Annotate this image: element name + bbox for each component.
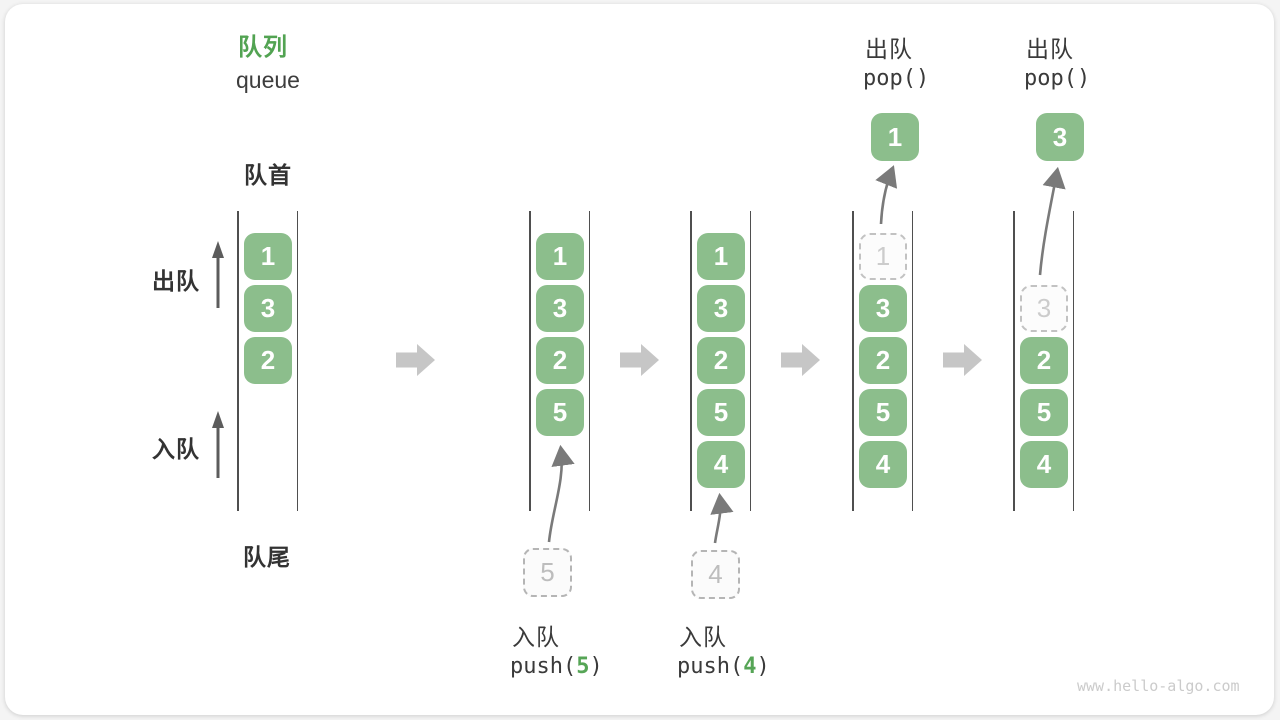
push5-code: push(5): [510, 654, 603, 679]
enqueue-up-arrow-icon: [212, 411, 224, 478]
popped-element-box: 3: [1036, 113, 1084, 161]
enqueue-op-label: 入队: [512, 624, 560, 650]
queue-element: 4: [697, 441, 745, 488]
code-close: ): [589, 654, 603, 679]
queue-element: 3: [697, 285, 745, 332]
queue-element: 1: [697, 233, 745, 280]
rail-line: [588, 211, 590, 511]
queue-element: 5: [536, 389, 584, 436]
queue-front-label: 队首: [244, 162, 292, 188]
pop2-code: pop(): [1024, 66, 1091, 91]
pop1-code: pop(): [863, 66, 930, 91]
rail-line: [1072, 211, 1074, 511]
next-step-arrow-icon: [620, 344, 659, 376]
queue-state-5: 3 2 5 4: [1013, 211, 1074, 511]
queue-element-ghost: 3: [1020, 285, 1068, 332]
queue-element: 4: [1020, 441, 1068, 488]
queue-element: 2: [1020, 337, 1068, 384]
queue-element: 5: [1020, 389, 1068, 436]
queue-element: 1: [244, 233, 292, 280]
enqueue-curved-arrow-icon: [710, 492, 734, 544]
code-close: ): [756, 654, 770, 679]
queue-state-2: 1 3 2 5: [529, 211, 590, 511]
queue-element-ghost: 1: [859, 233, 907, 280]
queue-element: 4: [859, 441, 907, 488]
dequeue-side-label: 出队: [152, 268, 200, 294]
rail-line: [529, 211, 531, 511]
queue-element: 5: [859, 389, 907, 436]
queue-element: 3: [536, 285, 584, 332]
enqueue-side-label: 入队: [152, 436, 200, 462]
page-subtitle: queue: [236, 67, 300, 93]
queue-state-3: 1 3 2 5 4: [690, 211, 751, 511]
popped-element-box: 1: [871, 113, 919, 161]
dequeue-op-label: 出队: [1026, 36, 1074, 62]
incoming-element-box: 5: [523, 548, 572, 597]
queue-state-1: 1 3 2: [237, 211, 298, 511]
dequeue-curved-arrow-icon: [1038, 166, 1066, 276]
incoming-element-box: 4: [691, 550, 740, 599]
queue-element: 5: [697, 389, 745, 436]
enqueue-op-label: 入队: [679, 624, 727, 650]
rail-line: [690, 211, 692, 511]
code-fn: push(: [510, 654, 577, 679]
dequeue-curved-arrow-icon: [875, 165, 898, 225]
enqueue-curved-arrow-icon: [547, 444, 575, 543]
page-title: 队列: [238, 34, 288, 61]
queue-element: 2: [697, 337, 745, 384]
code-fn: push(: [677, 654, 744, 679]
code-arg: 5: [576, 654, 590, 679]
queue-element: 1: [536, 233, 584, 280]
queue-element: 2: [244, 337, 292, 384]
queue-rear-label: 队尾: [243, 544, 291, 570]
dequeue-op-label: 出队: [865, 36, 913, 62]
rail-line: [852, 211, 854, 511]
queue-element: 3: [244, 285, 292, 332]
queue-element: 2: [859, 337, 907, 384]
next-step-arrow-icon: [396, 344, 435, 376]
rail-line: [237, 211, 239, 511]
queue-element: 3: [859, 285, 907, 332]
rail-line: [296, 211, 298, 511]
rail-line: [1013, 211, 1015, 511]
code-arg: 4: [743, 654, 757, 679]
queue-state-4: 1 3 2 5 4: [852, 211, 913, 511]
push4-code: push(4): [677, 654, 770, 679]
dequeue-up-arrow-icon: [212, 241, 224, 308]
next-step-arrow-icon: [943, 344, 982, 376]
rail-line: [749, 211, 751, 511]
next-step-arrow-icon: [781, 344, 820, 376]
watermark: www.hello-algo.com: [1077, 677, 1240, 695]
queue-element: 2: [536, 337, 584, 384]
rail-line: [911, 211, 913, 511]
